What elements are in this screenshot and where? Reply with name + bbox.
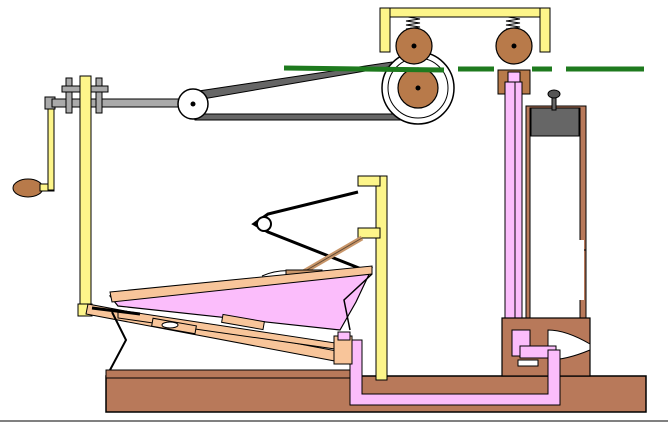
pushrod	[91, 306, 141, 316]
bellows-hinge-left	[109, 311, 128, 371]
base-step	[105, 369, 357, 379]
bellows-hinge-right	[343, 273, 373, 331]
roller-icon	[395, 27, 533, 109]
pulley-wheel-icon	[177, 88, 209, 120]
crank-handle-icon	[12, 96, 56, 198]
valve-box	[501, 317, 591, 377]
shaft-collar-left	[65, 77, 73, 114]
wind-channel	[349, 339, 561, 406]
linkage-arm	[251, 190, 365, 272]
crank-rod	[79, 75, 92, 317]
bellows-bottom-board	[85, 303, 343, 363]
exhaust-cap	[337, 331, 351, 341]
music-roll-paper	[283, 65, 644, 73]
lever-rod-outline	[299, 237, 363, 275]
piston-icon	[525, 89, 587, 321]
roller-bracket	[379, 7, 551, 53]
shaft-collar-right	[95, 77, 103, 114]
bellows-post	[357, 175, 388, 381]
pneumatic-tube	[504, 81, 523, 343]
